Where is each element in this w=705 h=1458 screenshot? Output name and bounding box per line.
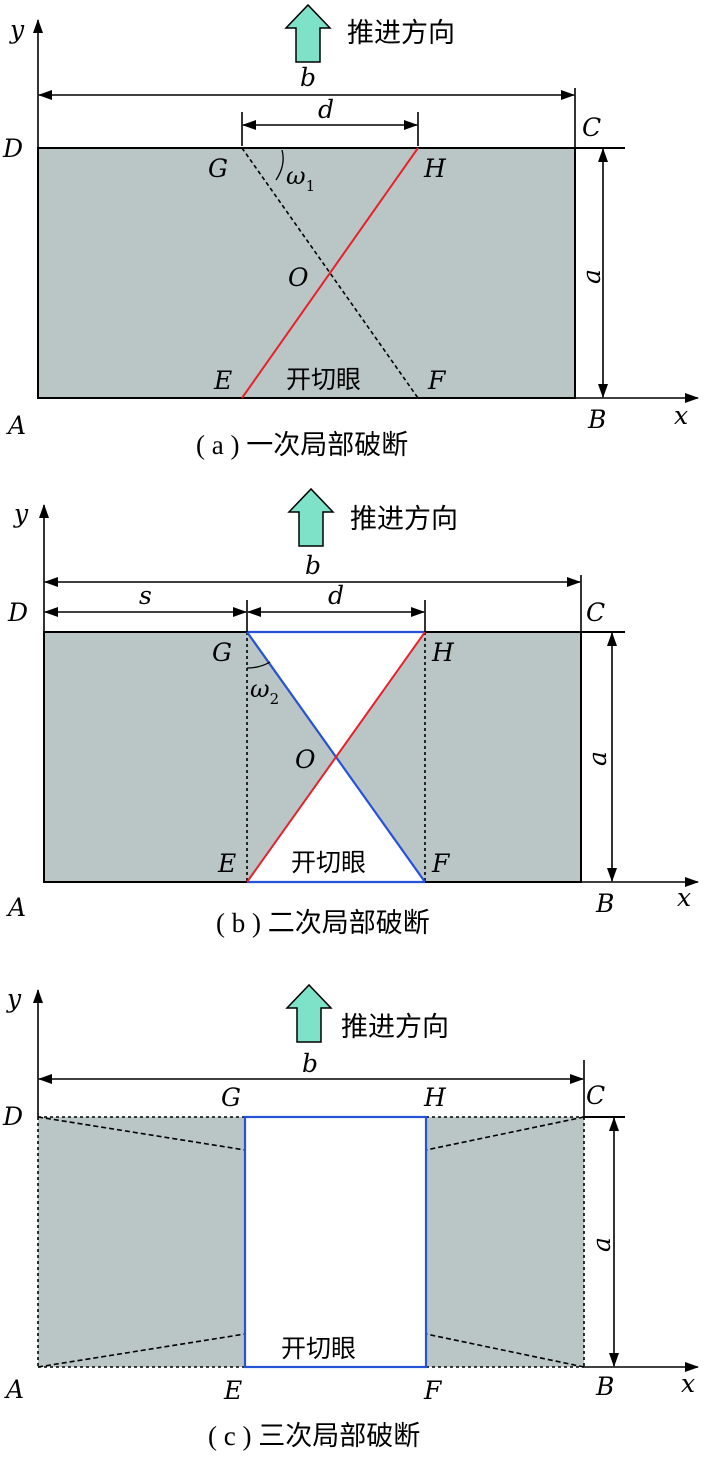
point-label-C: C: [586, 1081, 605, 1110]
dim-label-a: a: [577, 269, 606, 284]
point-label-E: E: [223, 1376, 242, 1405]
point-label-H: H: [431, 638, 455, 667]
point-label-O: O: [288, 263, 309, 292]
axis-label-y: y: [6, 984, 22, 1013]
panel-c: 推进方向 y x b a D C A B G H E F 开切眼 ( c ) 三…: [2, 983, 699, 1451]
dim-label-s: s: [139, 581, 152, 610]
caption-b: ( b ) 二次局部破断: [216, 908, 430, 938]
fracture-dashed: [425, 1116, 585, 1151]
eh-fracture-red: [241, 147, 419, 399]
caption-a: ( a ) 一次局部破断: [196, 430, 408, 460]
direction-arrow: [285, 983, 333, 1043]
dim-label-a: a: [583, 751, 612, 766]
point-label-B: B: [587, 405, 606, 434]
angle-arc-w2: [246, 661, 271, 669]
direction-arrow: [284, 3, 332, 63]
rock-block: [37, 147, 576, 399]
point-label-E: E: [213, 366, 232, 395]
gf-dashed: [241, 147, 419, 399]
slot-label: 开切眼: [281, 1334, 356, 1363]
dim-label-a: a: [587, 1237, 616, 1252]
direction-label: 推进方向: [350, 504, 458, 535]
axis-label-x: x: [681, 1369, 695, 1398]
point-label-H: H: [423, 1083, 447, 1112]
caption-c: ( c ) 三次局部破断: [208, 1421, 420, 1451]
slot-label: 开切眼: [291, 848, 366, 877]
axis-label-y: y: [13, 499, 29, 528]
panel-a: 推进方向 y x b d a D C A B G H O E F ω1 开切眼 …: [2, 3, 699, 460]
point-label-A: A: [6, 411, 26, 440]
point-label-H: H: [423, 154, 447, 183]
point-label-O: O: [295, 745, 316, 774]
dim-label-b: b: [300, 63, 316, 92]
fracture-dashed: [37, 1333, 246, 1368]
eh-fracture-red: [246, 631, 426, 883]
direction-arrow: [287, 487, 335, 547]
point-label-C: C: [586, 598, 605, 627]
point-label-D: D: [2, 1102, 23, 1131]
point-label-B: B: [595, 1372, 614, 1401]
slot-label: 开切眼: [286, 365, 361, 394]
point-label-B: B: [595, 889, 614, 918]
point-label-D: D: [2, 134, 23, 163]
angle-label-w2: ω2: [250, 675, 279, 708]
point-label-C: C: [582, 113, 601, 142]
point-label-A: A: [6, 893, 26, 922]
point-label-G: G: [221, 1083, 241, 1112]
angle-arc-w1: [275, 149, 284, 181]
direction-label: 推进方向: [347, 18, 455, 49]
dim-label-b: b: [305, 551, 321, 580]
point-label-G: G: [212, 638, 232, 667]
fracture-dashed: [37, 1116, 246, 1151]
point-label-G: G: [208, 154, 228, 183]
point-label-A: A: [4, 1375, 24, 1404]
angle-label-w1: ω1: [286, 162, 315, 195]
fracture-dashed: [425, 1333, 585, 1368]
point-label-F: F: [423, 1376, 443, 1405]
axis-label-y: y: [9, 15, 25, 44]
point-label-F: F: [427, 366, 447, 395]
point-label-D: D: [7, 598, 28, 627]
dim-label-d: d: [328, 581, 344, 610]
point-label-F: F: [431, 849, 451, 878]
point-label-E: E: [217, 849, 236, 878]
dim-label-b: b: [302, 1049, 318, 1078]
opening-outline-blue: [243, 1115, 428, 1369]
direction-label: 推进方向: [341, 1012, 449, 1043]
axis-label-x: x: [674, 401, 688, 430]
axis-label-x: x: [677, 883, 691, 912]
panel-b: 推进方向 y x b s d a D C A B G H O E F ω2 开切…: [6, 487, 699, 938]
dim-label-d: d: [318, 95, 334, 124]
broken-void: [245, 1117, 426, 1367]
